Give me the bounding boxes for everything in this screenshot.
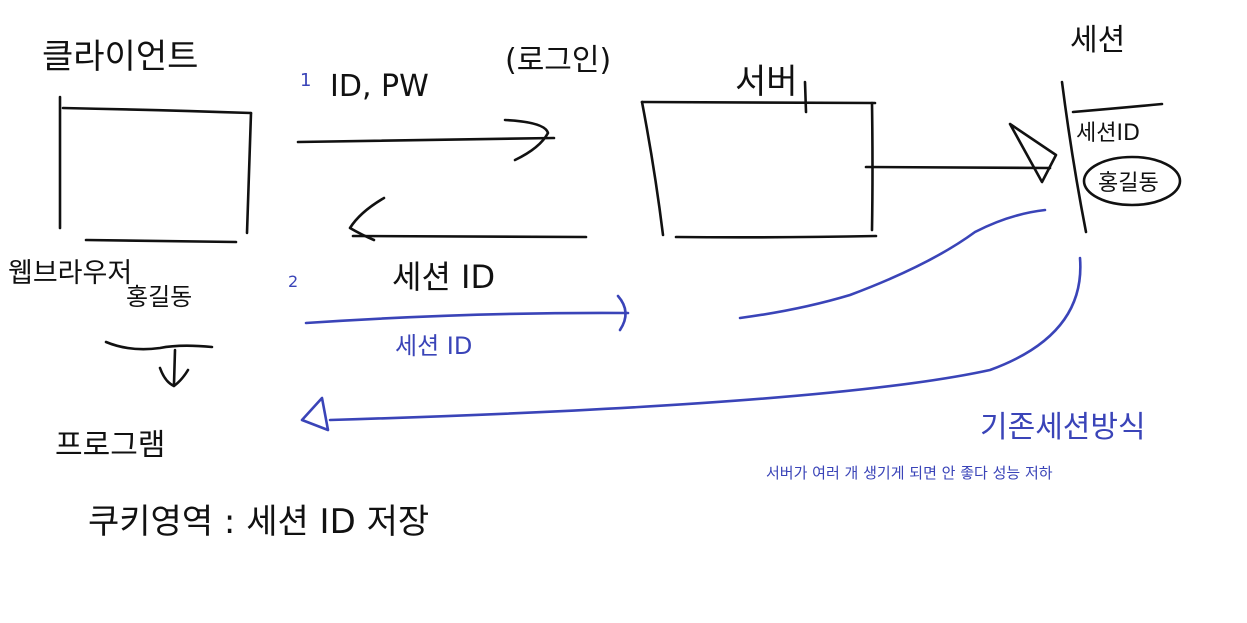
client-label: 클라이언트 (42, 37, 198, 77)
session-box-user: 홍길동 (1098, 171, 1159, 196)
method-title: 기존세션방식 (980, 410, 1146, 445)
browser-brace-arrow (104, 340, 214, 388)
session-id-send-label: 세션 ID (395, 332, 472, 360)
server-to-session-arrow (864, 122, 1058, 184)
browser-user-label: 홍길동 (126, 283, 192, 311)
login-label: (로그인) (505, 43, 611, 78)
session-return-curve (300, 256, 1082, 432)
session-box-id: 세션ID (1076, 121, 1140, 146)
step1-number: 1 (300, 70, 311, 91)
session-store-box (1060, 80, 1164, 234)
server-box (640, 80, 878, 239)
session-user-highlight (1082, 155, 1182, 207)
web-browser-label: 웹브라우저 (8, 258, 132, 289)
method-note: 서버가 여러 개 생기게 되면 안 좋다 성능 저하 (766, 464, 1053, 482)
program-label: 프로그램 (55, 428, 165, 463)
session-lookup-curve (738, 208, 1047, 320)
cookie-store-label: 쿠키영역 : 세션 ID 저장 (88, 502, 429, 542)
server-label: 서버 (735, 62, 798, 102)
session-id-send-arrow (304, 294, 630, 332)
session-id-return-label: 세션 ID (392, 258, 495, 296)
session-store-label: 세션 (1070, 23, 1125, 58)
client-box (58, 95, 253, 244)
step1-label: ID, PW (330, 69, 429, 104)
step2-number: 2 (288, 272, 298, 291)
response-arrow (348, 196, 588, 242)
request-arrow (296, 118, 556, 162)
